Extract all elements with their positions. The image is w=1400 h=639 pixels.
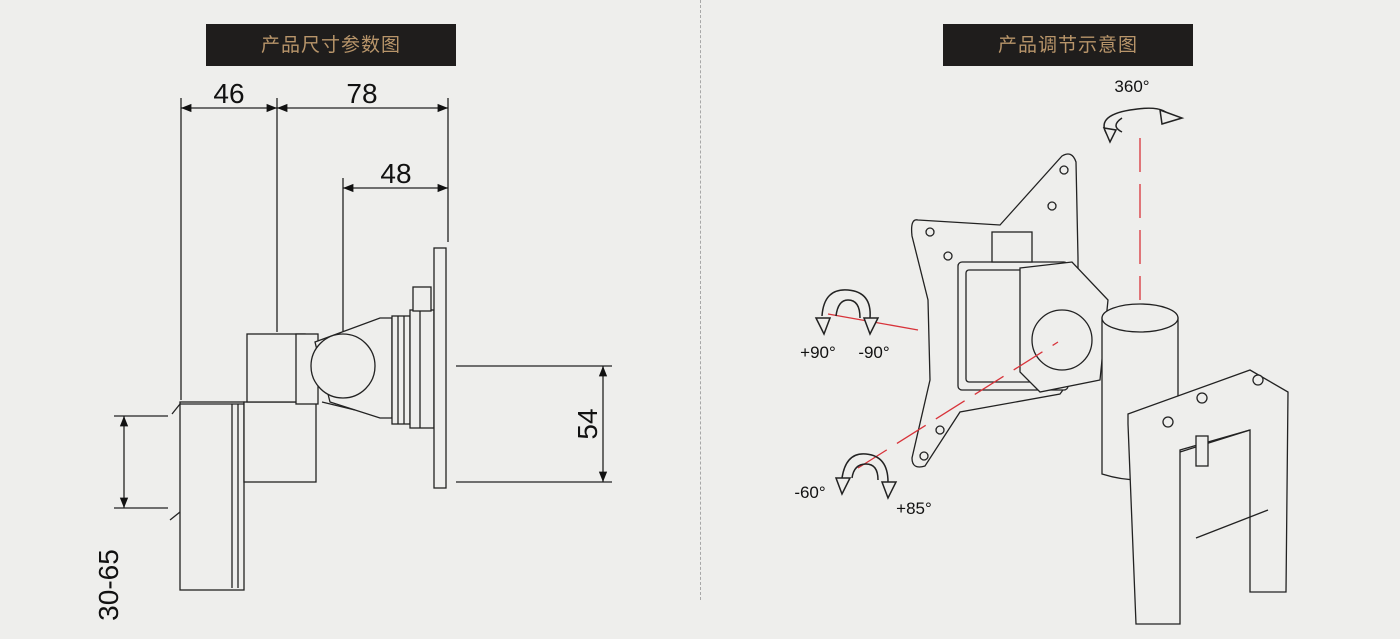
rotation-arrows	[814, 107, 1185, 500]
panel-divider	[700, 0, 701, 600]
dim-54-label: 54	[572, 408, 603, 439]
dimension-drawing	[114, 98, 612, 591]
dimension-diagram-title: 产品尺寸参数图	[206, 24, 456, 66]
minus-90-label: -90°	[858, 343, 889, 362]
dim-48-label: 48	[380, 158, 411, 189]
rotate-360-label: 360°	[1114, 77, 1149, 96]
adjustment-drawing	[910, 153, 1289, 625]
dim-46-label: 46	[213, 78, 244, 109]
minus-60-label: -60°	[794, 483, 825, 502]
plus-85-label: +85°	[896, 499, 932, 518]
plus-90-label: +90°	[800, 343, 836, 362]
dim-78-label: 78	[346, 78, 377, 109]
dim-30-65-label: 30-65	[93, 549, 124, 621]
adjustment-diagram-title: 产品调节示意图	[943, 24, 1193, 66]
